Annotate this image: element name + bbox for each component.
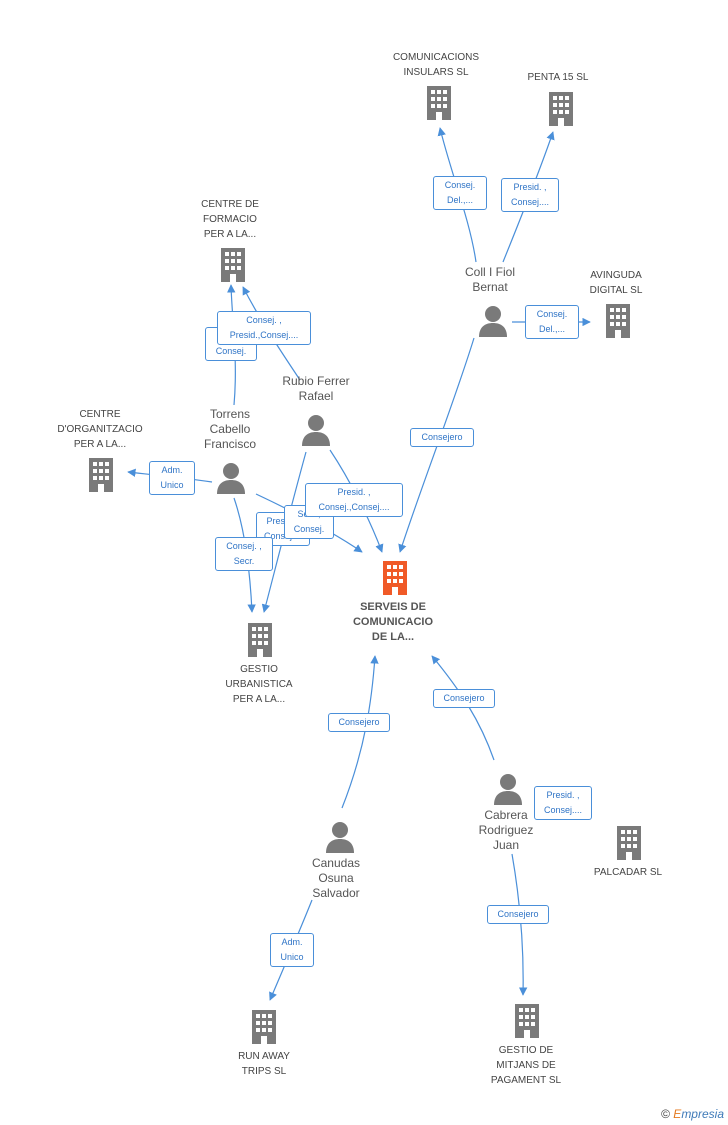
edge-label-rubio-serveis[interactable]: Presid. ,Consej.,Consej.... bbox=[305, 483, 403, 517]
edge-label-cabrera-serveis[interactable]: Consejero bbox=[433, 689, 495, 708]
edge-label-coll-comunicacions[interactable]: Consej.Del.,... bbox=[433, 176, 487, 210]
person-cabrera-person-icon[interactable] bbox=[493, 773, 523, 805]
company-avinguda-building-icon[interactable] bbox=[603, 304, 633, 338]
person-coll-fiol-person-icon[interactable] bbox=[478, 305, 508, 337]
edge-label-canudas-serveis[interactable]: Consejero bbox=[328, 713, 390, 732]
company-comunicacions-building-icon[interactable] bbox=[424, 86, 454, 120]
edge-label-cabrera-gestio[interactable]: Consejero bbox=[487, 905, 549, 924]
copyright-icon: © bbox=[661, 1107, 670, 1121]
edge-label-cabrera-palcadar[interactable]: Presid. ,Consej.... bbox=[534, 786, 592, 820]
footer-brand: © Empresia bbox=[661, 1107, 724, 1121]
company-centre-formacio-building-icon[interactable] bbox=[218, 248, 248, 282]
person-torrens-person-icon[interactable] bbox=[216, 462, 246, 494]
company-palcadar-label[interactable]: PALCADAR SL bbox=[593, 867, 663, 878]
company-gestio-mitjans-building-icon[interactable] bbox=[512, 1004, 542, 1038]
edge-label-canudas-run[interactable]: Adm.Unico bbox=[270, 933, 314, 967]
company-centre-organitzacio-building-icon[interactable] bbox=[86, 458, 116, 492]
edge-label-coll-serveis[interactable]: Consejero bbox=[410, 428, 474, 447]
edge-cabrera-serveis bbox=[431, 655, 495, 761]
company-penta15-building-icon[interactable] bbox=[546, 92, 576, 126]
company-penta15-label[interactable]: PENTA 15 SL bbox=[527, 72, 589, 83]
edge-canudas-serveis bbox=[341, 655, 379, 809]
company-run-away-building-icon[interactable] bbox=[249, 1010, 279, 1044]
person-rubio-person-icon[interactable] bbox=[301, 414, 331, 446]
company-serveis-main-building-icon[interactable] bbox=[380, 561, 410, 595]
edge-label-rubio-centre-formacio[interactable]: Consej. ,Presid.,Consej.... bbox=[217, 311, 311, 345]
edge-label-coll-avinguda[interactable]: Consej.Del.,... bbox=[525, 305, 579, 339]
edge-label-torrens-gestio[interactable]: Consej. ,Secr. bbox=[215, 537, 273, 571]
company-palcadar-building-icon[interactable] bbox=[614, 826, 644, 860]
person-canudas-person-icon[interactable] bbox=[325, 821, 355, 853]
company-gestio-urbanistica-building-icon[interactable] bbox=[245, 623, 275, 657]
edge-cabrera-gestio bbox=[511, 853, 528, 996]
edge-label-torrens-organitzacio[interactable]: Adm.Unico bbox=[149, 461, 195, 495]
edge-label-coll-penta[interactable]: Presid. ,Consej.... bbox=[501, 178, 559, 212]
brand-name: mpresia bbox=[681, 1107, 724, 1121]
brand-first-letter: E bbox=[673, 1107, 682, 1121]
